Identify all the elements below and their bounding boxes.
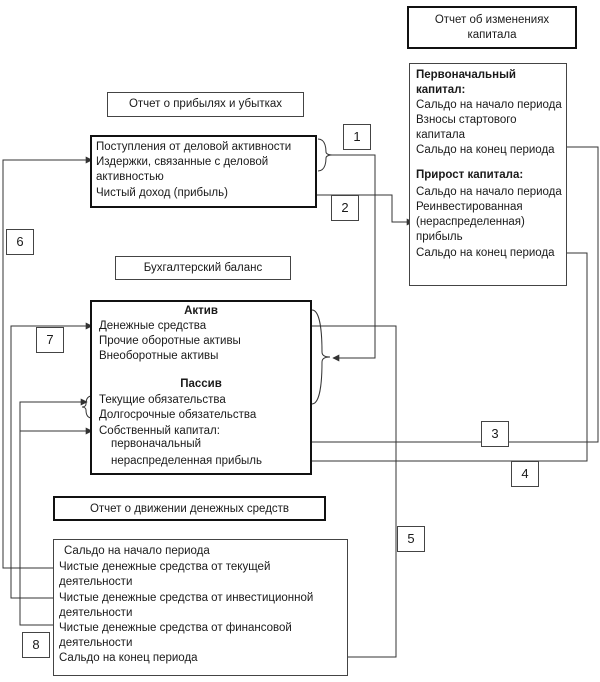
arrow-4 [287, 252, 588, 465]
marker-3: 3 [481, 421, 509, 447]
capital-increase-begin: Сальдо на начало периода [416, 186, 562, 198]
balance-equity-initial: первоначальный [111, 438, 202, 450]
arrow-1 [332, 154, 376, 362]
pl-net-income: Чистый доход (прибыль) [96, 187, 228, 199]
capital-initial-contrib: Взносы стартового [416, 114, 517, 126]
balance-cash: Денежные средства [99, 320, 207, 332]
cf-end: Сальдо на конец периода [59, 652, 198, 664]
marker-7: 7 [36, 327, 64, 353]
balance-retained: нераспределенная прибыль [111, 455, 263, 467]
marker-8: 8 [22, 632, 50, 658]
assets-header: Актив [184, 305, 218, 317]
brace-assets [311, 309, 331, 405]
capital-initial-header: Первоначальный [416, 69, 516, 81]
marker-1: 1 [343, 124, 371, 150]
liabilities-header: Пассив [180, 378, 222, 390]
capital-initial-contrib-2: капитала [416, 129, 465, 141]
balance-noncurrent: Внеоборотные активы [99, 350, 219, 362]
capital-increase-end: Сальдо на конец периода [416, 247, 555, 259]
profit-loss-title: Отчет о прибылях и убытках [128, 98, 283, 110]
pl-revenue: Поступления от деловой активности [96, 141, 292, 153]
capital-initial-header-2: капитал: [416, 84, 466, 96]
balance-sheet-title-box: Бухгалтерский баланс [115, 256, 291, 280]
arrow-7 [10, 322, 93, 599]
arrow-8 [19, 398, 88, 626]
pl-costs-2: активностью [96, 171, 164, 183]
marker-6: 6 [6, 229, 34, 255]
brace-profit [317, 138, 333, 172]
cf-financing-2: деятельности [59, 637, 133, 649]
cf-operating: Чистые денежные средства от текущей [59, 561, 271, 573]
cash-flow-box [53, 539, 348, 676]
capital-reinvested-3: прибыль [416, 231, 463, 243]
profit-loss-title-box: Отчет о прибылях и убытках [107, 92, 304, 117]
balance-equity: Собственный капитал: [99, 425, 220, 437]
cf-operating-2: деятельности [59, 576, 133, 588]
balance-other-current: Прочие оборотные активы [99, 335, 241, 347]
pl-costs: Издержки, связанные с деловой [96, 156, 269, 168]
balance-sheet-box [90, 300, 312, 475]
arrow-6 [2, 156, 93, 569]
capital-increase-header: Прирост капитала: [416, 169, 524, 181]
capital-initial-end: Сальдо на конец периода [416, 144, 555, 156]
cash-flow-title: Отчет о движении денежных средств [89, 503, 290, 515]
balance-longterm-liab: Долгосрочные обязательства [99, 409, 257, 421]
capital-reinvested: Реинвестированная [416, 201, 523, 213]
changes-in-capital-title: Отчет об изменениях капитала [434, 14, 550, 41]
cash-flow-title-box: Отчет о движении денежных средств [53, 496, 326, 521]
profit-loss-box [90, 135, 317, 208]
marker-2: 2 [331, 195, 359, 221]
balance-current-liab: Текущие обязательства [99, 394, 226, 406]
arrow-3 [235, 146, 599, 446]
changes-in-capital-title-box: Отчет об изменениях капитала [407, 6, 577, 49]
cf-financing: Чистые денежные средства от финансовой [59, 622, 292, 634]
cf-investing: Чистые денежные средства от инвестиционн… [59, 592, 314, 604]
balance-sheet-title: Бухгалтерский баланс [143, 262, 263, 274]
cf-investing-2: деятельности [59, 607, 133, 619]
capital-box [409, 63, 567, 286]
capital-initial-begin: Сальдо на начало периода [416, 99, 562, 111]
marker-4: 4 [511, 461, 539, 487]
cf-begin: Сальдо на начало периода [64, 545, 210, 557]
capital-reinvested-2: (нераспределенная) [416, 216, 525, 228]
marker-5: 5 [397, 526, 425, 552]
